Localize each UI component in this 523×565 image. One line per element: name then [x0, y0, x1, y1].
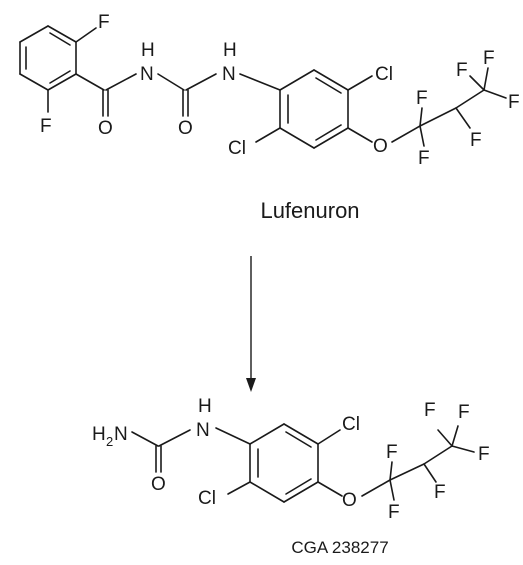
chlorine-label: Cl: [198, 488, 216, 509]
lufenuron-structure: F F O H N O H N Cl Cl O F F F F F F: [19, 12, 520, 169]
fluorine-label: F: [98, 12, 110, 33]
chlorine-label: Cl: [375, 64, 393, 85]
amide-hydrogen-label: H: [198, 396, 212, 417]
fluorine-label: F: [416, 88, 428, 109]
amine-hydrogen-label: H: [92, 424, 106, 445]
fluorine-label: F: [456, 60, 468, 81]
dichlorophenyl-ring-1: [279, 69, 349, 149]
fluorine-label: F: [478, 444, 490, 465]
ether-oxygen-label: O: [373, 136, 388, 157]
chlorine-label: Cl: [228, 138, 246, 159]
reaction-arrow: [246, 256, 256, 392]
amine-subscript-label: 2: [106, 434, 113, 449]
fluorine-label: F: [483, 48, 495, 69]
difluorophenyl-ring: [19, 25, 77, 91]
compound-name-cga-238277: CGA 238277: [291, 538, 388, 557]
carbonyl-oxygen-label: O: [98, 118, 113, 139]
fluorine-label: F: [388, 502, 400, 523]
amine-nitrogen-label: N: [222, 64, 236, 85]
fluorine-label: F: [458, 402, 470, 423]
amide-nitrogen-label: N: [196, 420, 210, 441]
fluorine-label: F: [386, 442, 398, 463]
fluorine-label: F: [424, 400, 436, 421]
amine-nitrogen-label: N: [114, 424, 128, 445]
amide-hydrogen-label: H: [141, 40, 155, 61]
compound-name-lufenuron: Lufenuron: [260, 198, 359, 223]
ether-oxygen-label: O: [342, 490, 357, 511]
fluorine-label: F: [40, 116, 52, 137]
amide-nitrogen-label: N: [140, 64, 154, 85]
fluorine-label: F: [508, 92, 520, 113]
cga-238277-structure: H 2 N O H N Cl Cl O F F F F F F: [92, 396, 490, 523]
fluorine-label: F: [434, 482, 446, 503]
urea-oxygen-label: O: [151, 474, 166, 495]
chlorine-label: Cl: [342, 414, 360, 435]
fluorine-label: F: [470, 130, 482, 151]
fluorine-label: F: [418, 148, 430, 169]
dichlorophenyl-ring-2: [249, 423, 319, 503]
urea-oxygen-label: O: [178, 118, 193, 139]
amine-hydrogen-label: H: [223, 40, 237, 61]
